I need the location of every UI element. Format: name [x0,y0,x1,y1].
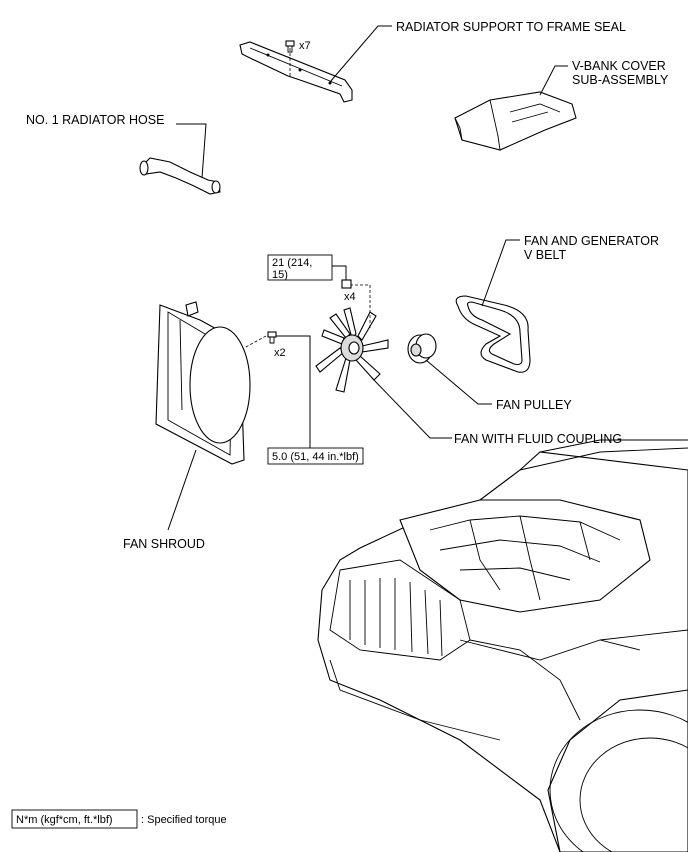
fan-pulley-leader [425,359,492,405]
fan-coupling-leader [371,377,452,439]
seal-bolt-quantity: x7 [299,40,311,52]
shroud-bolt-icon [267,331,277,344]
fan-nut-torque-line1: 21 (214, [272,257,312,269]
legend-unit-box [11,809,138,829]
fan-shroud-label: FAN SHROUD [123,537,205,551]
fan-nut-torque-line2: 15) [272,269,288,281]
fan-shroud-part [155,301,251,465]
fan-coupling-label: FAN WITH FLUID COUPLING [454,432,622,446]
shroud-bolt-quantity: x2 [274,347,286,359]
fan-shroud-leader [167,449,197,531]
legend-unit: N*m (kgf*cm, ft.*lbf) [16,814,113,826]
fan-nut-torque-box [267,254,333,281]
fan-nut-quantity: x4 [344,291,356,303]
v-bank-cover-label-line2: SUB-ASSEMBLY [572,73,669,87]
v-bank-cover-part [454,91,577,151]
radiator-hose-part [139,157,221,195]
fan-pulley-part [407,333,437,364]
fan-pulley-label: FAN PULLEY [496,398,572,412]
shroud-bolt-torque: 5.0 (51, 44 in.*lbf) [272,451,359,463]
fan-belt-label-line1: FAN AND GENERATOR [524,234,659,248]
shroud-bolt-torque-box [267,447,364,465]
legend-description: : Specified torque [141,814,227,826]
radiator-support-seal-label: RADIATOR SUPPORT TO FRAME SEAL [396,20,626,34]
v-bank-cover-label-line1: V-BANK COVER [572,59,666,73]
fan-with-fluid-coupling-part [315,307,389,393]
fan-belt-leader [481,239,520,307]
seal-leader-line [329,25,392,83]
fan-nut-icon [341,279,352,289]
fan-v-belt-part [455,295,531,373]
radiator-support-seal-part [239,41,353,103]
radiator-hose-label: NO. 1 RADIATOR HOSE [26,113,164,127]
seal-bolt-icon [285,40,295,53]
radiator-hose-leader [176,123,207,179]
vehicle-front-illustration [317,439,688,852]
v-bank-cover-leader [539,65,568,96]
fan-belt-label-line2: V BELT [524,248,567,262]
